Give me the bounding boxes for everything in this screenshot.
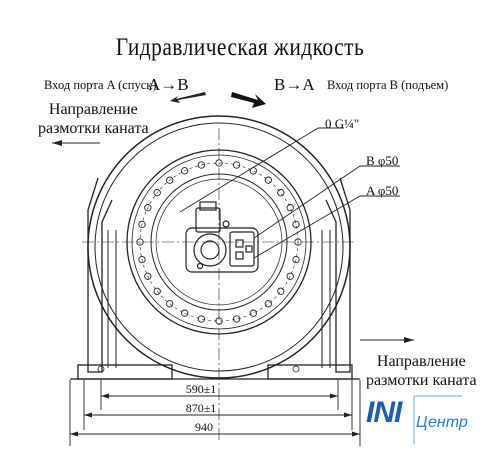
bolt-hole xyxy=(144,204,152,212)
bolt-hole xyxy=(277,287,285,295)
dimension-middle: 870±1 xyxy=(185,401,217,415)
rope-arrow-left-head xyxy=(52,140,62,146)
bolt-hole xyxy=(277,189,285,197)
hydraulic-motor-block xyxy=(185,201,259,273)
foot-bolt-left xyxy=(97,365,105,373)
bolt-hole xyxy=(232,161,241,169)
dimension-inner: 590±1 xyxy=(185,382,217,396)
callout-a-leader-diag xyxy=(253,195,361,259)
bolt-hole xyxy=(181,167,189,175)
bolt-hole xyxy=(286,272,294,280)
bolt-hole xyxy=(144,272,152,280)
bolt-hole xyxy=(153,189,161,197)
callout-drain-port: 0 G¼" xyxy=(325,116,360,131)
bolt-hole xyxy=(166,176,174,184)
port-b-flow: B→A xyxy=(274,75,315,94)
bolt-hole xyxy=(292,255,300,264)
bolt-hole xyxy=(138,220,146,229)
bolt-hole xyxy=(264,176,272,184)
bolt-hole xyxy=(197,315,206,323)
rope-direction-right-line2: размотки каната xyxy=(366,372,477,389)
logo-frame xyxy=(413,395,462,444)
bolt-holes xyxy=(136,159,302,325)
rope-arrow-right-head xyxy=(404,337,414,343)
rotation-arrow-lowering xyxy=(170,92,206,103)
frame-right-plate xyxy=(325,177,351,373)
callout-b-leader-diag xyxy=(253,165,361,239)
bolt-hole xyxy=(153,287,161,295)
rope-direction-right: Направление размотки каната xyxy=(366,352,477,390)
bolt-hole xyxy=(249,309,257,317)
bolt-hole xyxy=(286,204,294,212)
bolt-hole xyxy=(181,309,189,317)
rope-direction-left-line2: размотки каната xyxy=(38,120,149,137)
bolt-hole xyxy=(166,300,174,308)
callout-port-a: A φ50 xyxy=(366,183,399,198)
bolt-hole xyxy=(138,255,146,264)
dimension-lines xyxy=(69,380,361,446)
frame-left-plate xyxy=(87,177,113,373)
bolt-hole xyxy=(232,315,241,323)
rope-direction-left: Направление размотки каната xyxy=(38,100,149,138)
port-a-label: Вход порта A (спуск) xyxy=(44,78,157,92)
rope-direction-right-line1: Направление xyxy=(376,353,466,370)
bolt-hole xyxy=(197,161,206,169)
port-a-flow: A→B xyxy=(148,75,189,94)
port-b-label: Вход порта B (подъем) xyxy=(327,78,449,92)
dimension-overall: 940 xyxy=(195,420,213,434)
diagram-title: Гидравлическая жидкость xyxy=(115,34,365,61)
bolt-hole xyxy=(264,300,272,308)
callout-port-b: B φ50 xyxy=(366,153,399,168)
logo-main-text: INI xyxy=(366,396,402,429)
rope-direction-left-line1: Направление xyxy=(48,101,138,118)
callout-drain-leader-diag xyxy=(179,127,319,213)
ini-centr-logo: INI Центр xyxy=(366,394,470,450)
rotation-arrow-hoisting xyxy=(231,92,266,108)
logo-suffix-text: Центр xyxy=(416,414,468,431)
foot-bolt-right xyxy=(292,365,300,373)
bolt-hole xyxy=(294,238,302,246)
bolt-hole xyxy=(292,220,300,229)
